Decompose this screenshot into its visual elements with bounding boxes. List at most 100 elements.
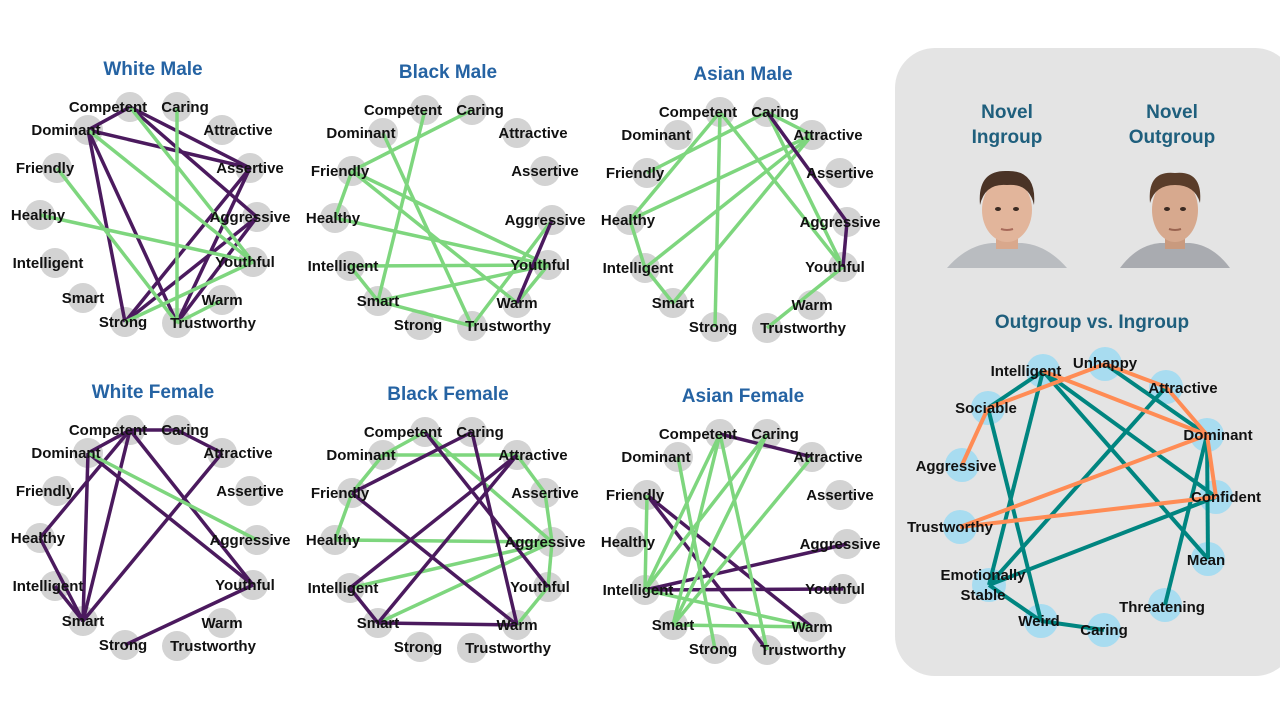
node-label: Attractive	[203, 122, 272, 139]
node-strong	[405, 310, 435, 340]
cmp-edge-trustworthy-confident	[959, 495, 1217, 529]
node-label: Youthful	[510, 579, 570, 596]
edge-youthful-strong	[124, 583, 254, 647]
node-label: Friendly	[311, 485, 370, 502]
edge-caring-friendly	[351, 430, 473, 495]
node-label: Healthy	[601, 534, 656, 551]
cmp-node-label: Aggressive	[916, 458, 997, 475]
node-label: Smart	[357, 615, 400, 632]
edge-intelligent-smart	[53, 584, 85, 623]
edge-competent-assertive	[129, 105, 251, 170]
node-label: Aggressive	[505, 212, 586, 229]
cmp-node-label: Caring	[1080, 622, 1128, 639]
node-label: Healthy	[306, 210, 361, 227]
node-label: Attractive	[793, 449, 862, 466]
panel-title: Black Male	[399, 62, 497, 83]
node-warm	[207, 608, 237, 638]
ingroup-face-photo	[947, 170, 1067, 268]
edge-attractive-intelligent	[348, 453, 519, 590]
outgroup-title-line2: Outgroup	[1129, 127, 1216, 148]
node-label: Warm	[201, 615, 242, 632]
node-label: Aggressive	[800, 214, 881, 231]
edge-intelligent-smart	[643, 266, 675, 305]
node-label: Warm	[201, 292, 242, 309]
edge-caring-warm	[470, 431, 519, 626]
edge-healthy-intelligent	[628, 219, 647, 269]
node-label: Competent	[69, 99, 147, 116]
node-label: Smart	[652, 295, 695, 312]
edge-aggressive-youthful	[546, 541, 554, 588]
node-label: Dominant	[326, 125, 395, 142]
node-label: Trustworthy	[760, 642, 846, 659]
node-label: Dominant	[31, 445, 100, 462]
node-label: Youthful	[805, 581, 865, 598]
edge-dominant-smart	[81, 452, 90, 622]
edge-assertive-strong	[123, 166, 252, 324]
edge-healthy-smart	[38, 537, 85, 622]
node-assertive	[825, 480, 855, 510]
edge-competent-healthy	[38, 428, 132, 540]
node-label: Assertive	[806, 487, 874, 504]
panel-title: Black Female	[387, 384, 508, 405]
edge-friendly-warm	[350, 491, 519, 627]
node-label: Assertive	[216, 160, 284, 177]
node-healthy	[615, 527, 645, 557]
cmp-edge-attractive-dominant	[1164, 385, 1209, 437]
node-label: Youthful	[510, 257, 570, 274]
cmp-node-label: Trustworthy	[907, 519, 993, 536]
cmp-edge-weird-caring	[1040, 619, 1105, 632]
node-strong	[405, 632, 435, 662]
cmp-edge-aggressive-sociable	[960, 407, 990, 466]
cmp-edge-sociable-unhappy	[987, 362, 1106, 410]
node-assertive	[825, 158, 855, 188]
edge-intelligent-youthful	[349, 263, 549, 268]
edge-youthful-trustworthy	[765, 265, 845, 330]
node-label: Aggressive	[800, 536, 881, 553]
edge-intelligent-aggressive	[644, 542, 848, 592]
node-label: Friendly	[311, 163, 370, 180]
node-label: Trustworthy	[465, 318, 551, 335]
edge-friendly-intelligent	[643, 494, 649, 591]
edge-friendly-warm	[350, 169, 519, 305]
node-label: Friendly	[16, 483, 75, 500]
node-label: Strong	[394, 639, 442, 656]
edge-competent-smart	[81, 429, 132, 622]
edge-caring-friendly	[351, 108, 473, 173]
node-attractive	[207, 115, 237, 145]
edge-caring-youthful	[765, 111, 845, 268]
node-label: Attractive	[793, 127, 862, 144]
node-label: Warm	[496, 617, 537, 634]
node-friendly	[42, 476, 72, 506]
edge-intelligent-warm	[644, 588, 813, 629]
edge-smart-youthful	[377, 263, 549, 303]
node-label: Strong	[99, 637, 147, 654]
node-label: Healthy	[601, 212, 656, 229]
cmp-edge-unhappy-attractive	[1104, 362, 1167, 389]
edge-friendly-healthy	[333, 170, 354, 219]
cmp-edge-trustworthy-dominant	[959, 433, 1208, 529]
edge-caring-aggressive	[765, 110, 849, 224]
node-label: Competent	[364, 102, 442, 119]
outgroup-title-line1: Novel	[1146, 102, 1198, 123]
node-label: Aggressive	[210, 209, 291, 226]
edge-competent-smart	[376, 109, 427, 302]
ingroup-title-line2: Ingroup	[972, 127, 1043, 148]
node-label: Friendly	[606, 165, 665, 182]
node-label: Warm	[791, 619, 832, 636]
edge-intelligent-smart	[348, 586, 380, 625]
edge-competent-youthful	[718, 110, 845, 269]
node-label: Trustworthy	[465, 640, 551, 657]
edge-smart-warm	[377, 621, 518, 627]
node-label: Caring	[751, 104, 799, 121]
edge-healthy-youthful	[39, 213, 254, 264]
node-label: Friendly	[16, 160, 75, 177]
node-label: Warm	[791, 297, 832, 314]
node-label: Youthful	[215, 577, 275, 594]
node-label: Caring	[161, 422, 209, 439]
node-label: Trustworthy	[170, 315, 256, 332]
node-label: Intelligent	[308, 580, 379, 597]
